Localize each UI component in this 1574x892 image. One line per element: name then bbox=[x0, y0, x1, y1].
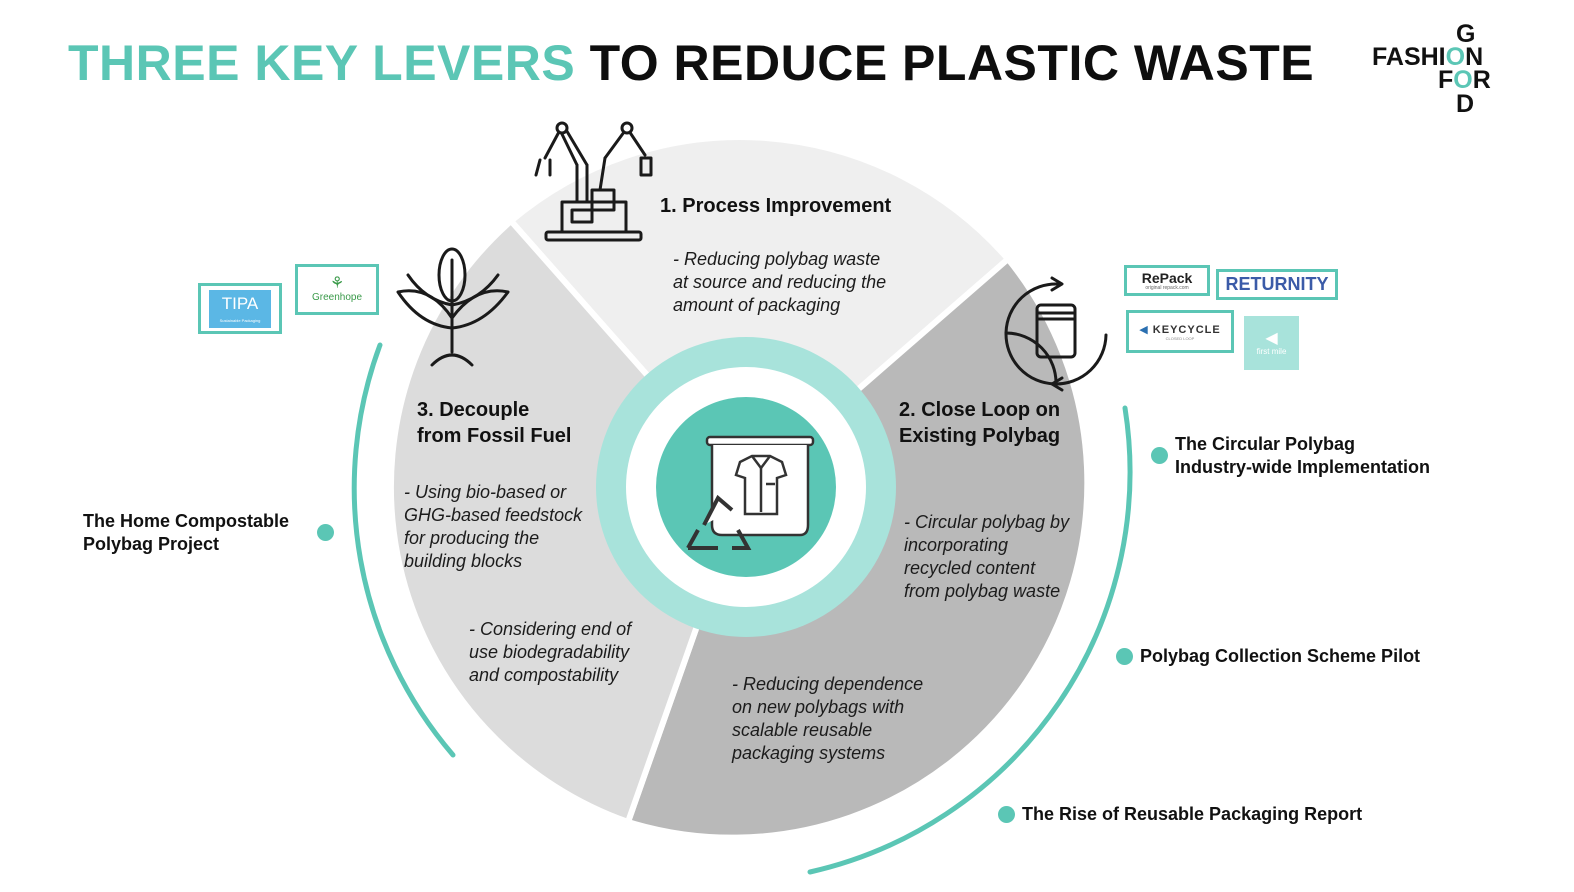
logo-bottom-letter: D bbox=[1456, 90, 1475, 118]
circular-bag-icon bbox=[1004, 276, 1108, 392]
logo-line1: FASHION bbox=[1372, 43, 1484, 71]
project-reusable-report-dot bbox=[998, 806, 1015, 823]
lever-3-description-1: - Using bio-based or GHG-based feedstock… bbox=[404, 482, 583, 571]
greenhope-logo: ⚘ Greenhope bbox=[295, 264, 379, 315]
polybag-recycle-icon bbox=[686, 435, 815, 550]
title-rest: TO REDUCE PLASTIC WASTE bbox=[589, 35, 1315, 91]
right-progress-arc bbox=[807, 405, 1133, 875]
lever-2-description-2: - Reducing dependence on new polybags wi… bbox=[732, 674, 924, 763]
lever-1-title: 1. Process Improvement bbox=[660, 195, 892, 217]
logo-top-letter: G bbox=[1456, 20, 1476, 48]
title-accent: THREE KEY LEVERS bbox=[68, 35, 576, 91]
project-collection-pilot-dot bbox=[1116, 648, 1133, 665]
plant-icon bbox=[396, 247, 510, 367]
repack-logo: RePack original repack.com bbox=[1124, 265, 1210, 296]
keycycle-logo: ◀ KEYCYCLE CLOSED LOOP bbox=[1126, 310, 1234, 353]
robotic-arms-icon bbox=[534, 121, 653, 242]
project-collection-pilot: Polybag Collection Scheme Pilot bbox=[1140, 646, 1421, 666]
project-home-compostable: The Home Compostable Polybag Project bbox=[83, 511, 290, 554]
leaf-icon: ⚘ bbox=[329, 275, 345, 292]
tipa-logo: TIPA Sustainable Packaging bbox=[198, 283, 282, 334]
segment-process-improvement bbox=[506, 134, 1013, 492]
lever-3-description-2: - Considering end of use biodegradabilit… bbox=[469, 619, 632, 685]
lever-2-description-1: - Circular polybag by incorporating recy… bbox=[904, 512, 1070, 601]
first-mile-logo: ◀ first mile bbox=[1244, 316, 1299, 370]
project-home-compostable-dot bbox=[317, 524, 334, 541]
returnity-logo: RETURNITY bbox=[1216, 269, 1338, 300]
lever-2-title: 2. Close Loop on Existing Polybag bbox=[899, 399, 1061, 447]
logo-line2: FOR bbox=[1438, 66, 1491, 94]
project-circular-polybag: The Circular Polybag Industry-wide Imple… bbox=[1175, 434, 1431, 477]
project-circular-polybag-dot bbox=[1151, 447, 1168, 464]
first-mile-mark-icon: ◀ bbox=[1265, 329, 1278, 347]
page-title: THREE KEY LEVERS TO REDUCE PLASTIC WASTE bbox=[68, 34, 1314, 92]
project-reusable-report: The Rise of Reusable Packaging Report bbox=[1022, 804, 1363, 824]
keycycle-mark-icon: ◀ bbox=[1139, 323, 1153, 336]
lever-3-title: 3. Decouple from Fossil Fuel bbox=[417, 399, 572, 447]
lever-1-description: - Reducing polybag waste at source and r… bbox=[673, 249, 887, 315]
left-progress-arc bbox=[351, 342, 456, 758]
